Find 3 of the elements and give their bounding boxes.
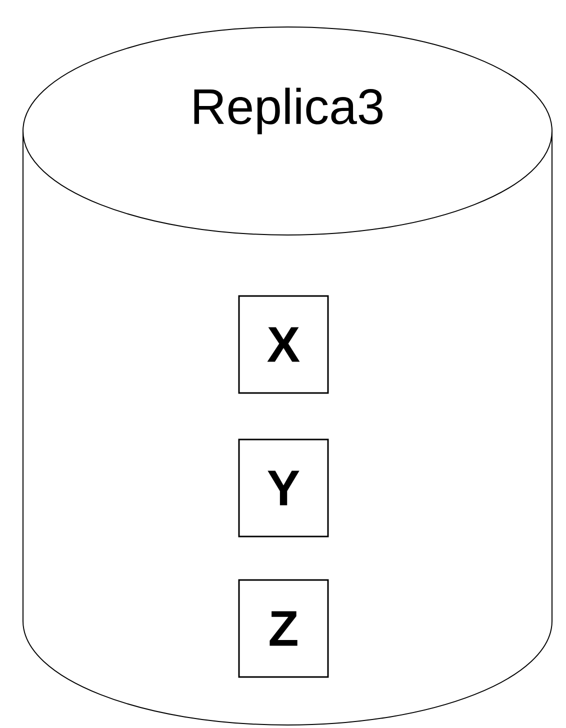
letter-box: X	[238, 295, 329, 394]
letter-box: Z	[238, 579, 329, 678]
letter-box: Y	[238, 438, 329, 538]
